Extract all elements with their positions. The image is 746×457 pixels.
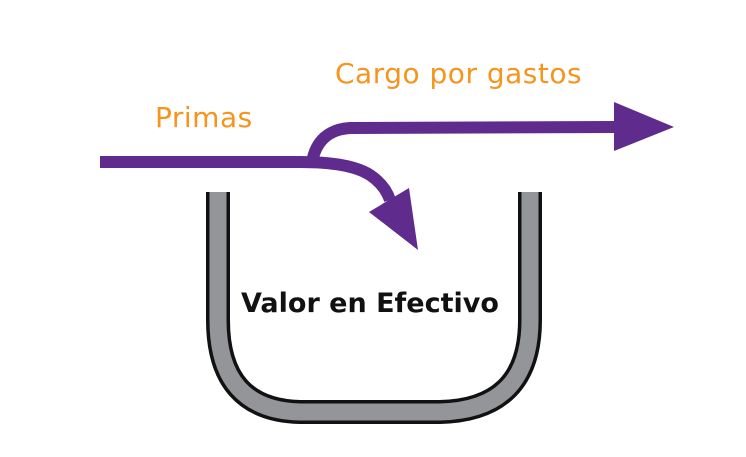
cash-value-container — [206, 192, 542, 424]
premium-inflow-arrow — [100, 156, 418, 250]
expense-charge-arrow — [306, 102, 674, 164]
cash-value-label: Valor en Efectivo — [241, 288, 499, 319]
expense-charges-label: Cargo por gastos — [335, 57, 583, 90]
premiums-label: Primas — [155, 101, 253, 134]
